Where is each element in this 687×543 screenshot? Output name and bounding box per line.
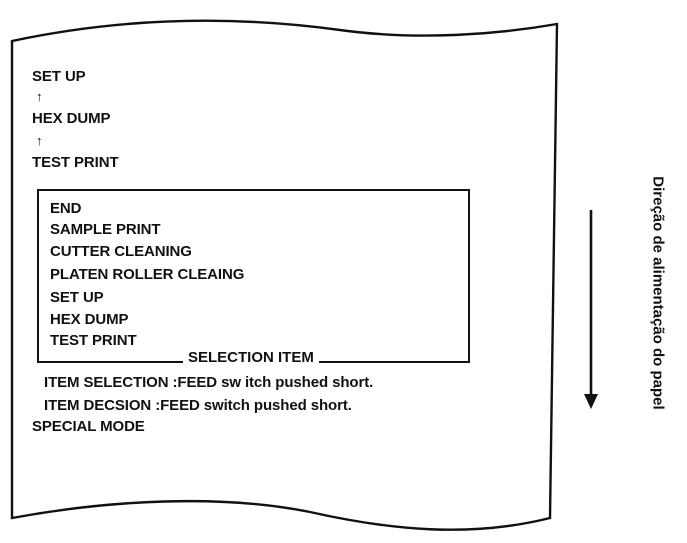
feed-direction-caption: Direção de alimentação do papel — [649, 176, 667, 410]
paper-outline — [10, 19, 559, 531]
menu-item-platen-roller-cleaning: PLATEN ROLLER CLEAING — [50, 266, 245, 283]
up-arrow-icon: ↑ — [36, 89, 43, 104]
up-arrow-icon: ↑ — [36, 133, 43, 148]
menu-item-end: END — [50, 200, 82, 217]
step-hex-dump: HEX DUMP — [32, 110, 111, 127]
step-setup: SET UP — [32, 68, 86, 85]
menu-item-cutter-cleaning: CUTTER CLEANING — [50, 243, 192, 260]
menu-item-sample-print: SAMPLE PRINT — [50, 221, 161, 238]
menu-item-set-up: SET UP — [50, 289, 104, 306]
selection-item-label: SELECTION ITEM — [183, 349, 319, 366]
item-decision-instruction: ITEM DECSION :FEED switch pushed short. — [44, 397, 352, 414]
feed-arrow-head — [584, 394, 598, 409]
menu-item-hex-dump: HEX DUMP — [50, 311, 129, 328]
item-selection-instruction: ITEM SELECTION :FEED sw itch pushed shor… — [44, 374, 374, 391]
menu-item-test-print: TEST PRINT — [50, 332, 137, 349]
special-mode-label: SPECIAL MODE — [32, 418, 145, 435]
step-test-print: TEST PRINT — [32, 154, 119, 171]
